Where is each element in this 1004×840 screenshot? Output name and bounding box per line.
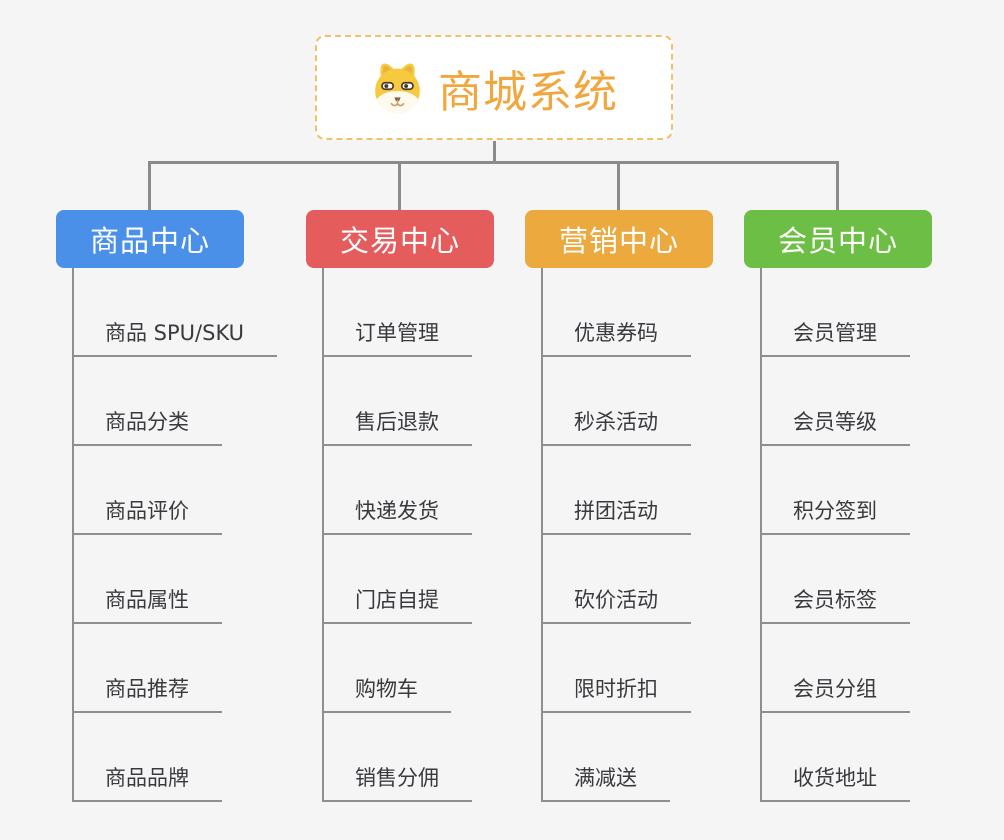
topic-item[interactable]: 拼团活动 [541, 498, 691, 535]
branch-trade-center: 交易中心 订单管理 售后退款 快递发货 门店自提 购物车 销售分佣 [306, 210, 556, 802]
topic-item[interactable]: 销售分佣 [322, 765, 472, 802]
topic-item[interactable]: 会员分组 [760, 676, 910, 713]
branch-connector-line [760, 268, 762, 802]
branch-items-marketing-center: 优惠券码 秒杀活动 拼团活动 砍价活动 限时折扣 满减送 [541, 268, 691, 802]
topic-item[interactable]: 商品评价 [72, 498, 222, 535]
topic-item[interactable]: 商品分类 [72, 409, 222, 446]
branch-member-center: 会员中心 会员管理 会员等级 积分签到 会员标签 会员分组 收货地址 [744, 210, 994, 802]
root-topic-title: 商城系统 [438, 66, 618, 118]
topic-item[interactable]: 购物车 [322, 676, 451, 713]
topic-item[interactable]: 商品属性 [72, 587, 222, 624]
branch-connector-line [322, 268, 324, 802]
branch-items-trade-center: 订单管理 售后退款 快递发货 门店自提 购物车 销售分佣 [322, 268, 472, 802]
topic-item[interactable]: 商品 SPU/SKU [72, 320, 278, 357]
connector-stub-members [836, 163, 839, 210]
branch-header-product-center[interactable]: 商品中心 [56, 210, 244, 268]
branch-header-marketing-center[interactable]: 营销中心 [525, 210, 713, 268]
branch-header-trade-center[interactable]: 交易中心 [306, 210, 494, 268]
topic-item[interactable]: 门店自提 [322, 587, 472, 624]
topic-item[interactable]: 订单管理 [322, 320, 472, 357]
topic-item[interactable]: 优惠券码 [541, 320, 691, 357]
branch-items-product-center: 商品 SPU/SKU 商品分类 商品评价 商品属性 商品推荐 商品品牌 [72, 268, 278, 802]
topic-item[interactable]: 积分签到 [760, 498, 910, 535]
topic-item[interactable]: 砍价活动 [541, 587, 691, 624]
topic-item[interactable]: 秒杀活动 [541, 409, 691, 446]
branch-connector-line [541, 268, 543, 802]
topic-item[interactable]: 满减送 [541, 765, 670, 802]
topic-item[interactable]: 会员标签 [760, 587, 910, 624]
branch-header-member-center[interactable]: 会员中心 [744, 210, 932, 268]
topic-item[interactable]: 会员等级 [760, 409, 910, 446]
connector-root-vertical [493, 141, 496, 162]
branch-connector-line [72, 268, 74, 802]
branch-marketing-center: 营销中心 优惠券码 秒杀活动 拼团活动 砍价活动 限时折扣 满减送 [525, 210, 775, 802]
connector-stub-trade [398, 163, 401, 210]
connector-horizontal [148, 161, 839, 164]
topic-item[interactable]: 限时折扣 [541, 676, 691, 713]
dog-face-icon [375, 63, 420, 114]
topic-item[interactable]: 商品推荐 [72, 676, 222, 713]
topic-item[interactable]: 售后退款 [322, 409, 472, 446]
branch-items-member-center: 会员管理 会员等级 积分签到 会员标签 会员分组 收货地址 [760, 268, 910, 802]
root-topic[interactable]: 商城系统 [315, 35, 673, 140]
topic-item[interactable]: 收货地址 [760, 765, 910, 802]
connector-stub-marketing [617, 163, 620, 210]
topic-item[interactable]: 会员管理 [760, 320, 910, 357]
topic-item[interactable]: 商品品牌 [72, 765, 222, 802]
connector-stub-products [148, 163, 151, 210]
branch-product-center: 商品中心 商品 SPU/SKU 商品分类 商品评价 商品属性 商品推荐 商品品牌 [56, 210, 306, 802]
topic-item[interactable]: 快递发货 [322, 498, 472, 535]
